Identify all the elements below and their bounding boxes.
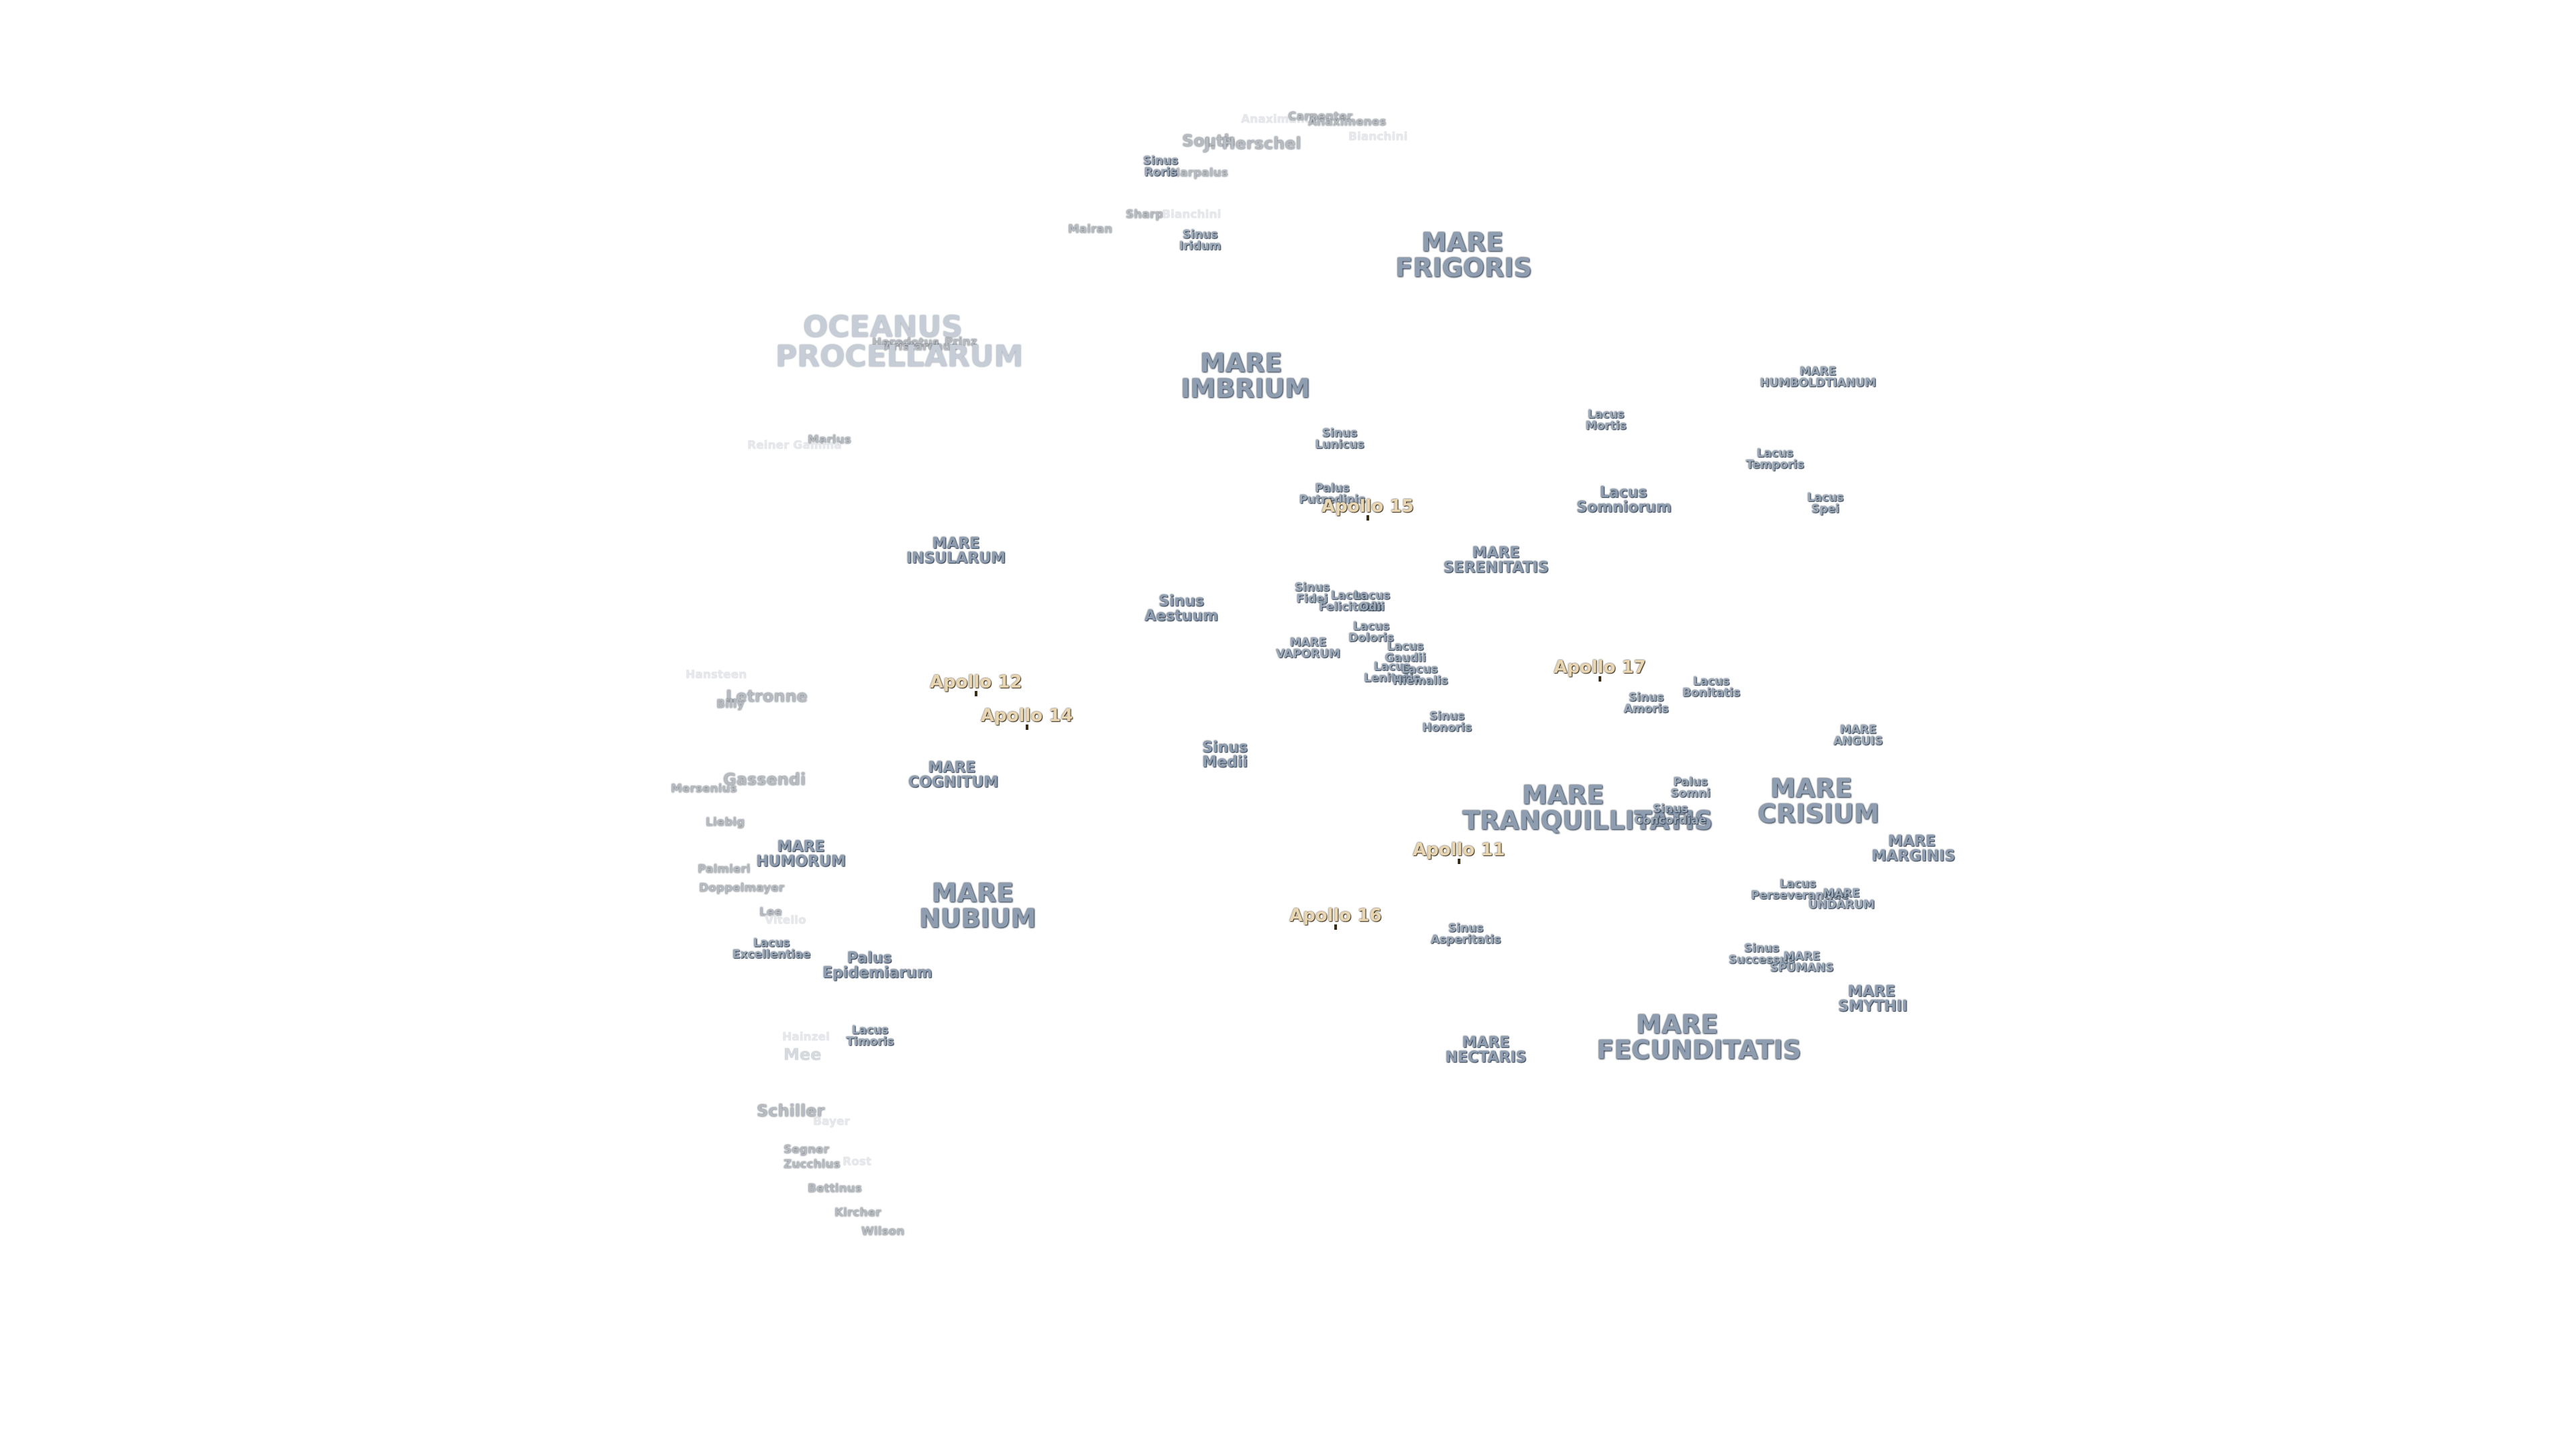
- crater-bayer: Bayer: [813, 1115, 850, 1128]
- apollo-12-marker[interactable]: Apollo 12: [930, 674, 1022, 696]
- crater-bianchini: Bianchini: [1162, 208, 1222, 221]
- apollo-11-marker[interactable]: Apollo 11: [1413, 841, 1505, 864]
- apollo-17-marker[interactable]: Apollo 17: [1554, 659, 1646, 682]
- crater-bettinus: Bettinus: [808, 1182, 862, 1195]
- crater-letronne: Letronne: [726, 687, 808, 706]
- crater-palmieri: Palmieri: [698, 863, 751, 876]
- crater-south: South: [1182, 131, 1236, 150]
- landing-site-dot: [1334, 924, 1337, 930]
- apollo-14-marker[interactable]: Apollo 14: [981, 707, 1073, 730]
- crater-prinz: Prinz: [945, 335, 977, 349]
- crater-doppelmayer: Doppelmayer: [699, 881, 785, 895]
- crater-marius: Marius: [808, 433, 851, 447]
- crater-aristarchus: Aristarchus: [884, 340, 958, 354]
- crater-kircher: Kircher: [835, 1206, 881, 1220]
- crater-wilson: Wilson: [861, 1225, 905, 1238]
- crater-mee: Mee: [784, 1045, 822, 1064]
- apollo-16-marker[interactable]: Apollo 16: [1289, 907, 1382, 930]
- crater-j-herschel: J. Herschel: [1204, 134, 1301, 153]
- crater-anaximander: Anaximander: [1241, 113, 1326, 126]
- crater-gassendi: Gassendi: [723, 770, 806, 789]
- landing-site-dot: [1366, 515, 1369, 521]
- landing-site-dot: [1457, 859, 1460, 864]
- crater-anaximenes: Anaximenes: [1308, 115, 1387, 129]
- crater-sharp: Sharp: [1126, 208, 1164, 221]
- crater-reiner-gamma: Reiner Gamma: [747, 439, 842, 452]
- landing-site-dot: [1598, 676, 1601, 682]
- crater-bianchini-north: Bianchini: [1348, 130, 1408, 144]
- crater-mairan: Mairan: [1068, 223, 1113, 236]
- landing-site-dot: [1025, 724, 1028, 730]
- crater-lee: Lee: [759, 906, 782, 919]
- apollo-15-marker[interactable]: Apollo 15: [1322, 498, 1414, 521]
- crater-schiller: Schiller: [757, 1102, 825, 1120]
- crater-mersenius: Mersenius: [671, 782, 737, 796]
- crater-zucchius: Zucchius: [784, 1158, 841, 1171]
- crater-billy: Billy: [716, 698, 745, 711]
- crater-rost: Rost: [843, 1155, 872, 1169]
- crater-vitello: Vitello: [765, 914, 806, 927]
- crater-segner: Segner: [784, 1143, 829, 1157]
- crater-harpalus: Harpalus: [1171, 166, 1228, 180]
- crater-liebig: Liebig: [706, 816, 745, 829]
- landing-site-dot: [974, 691, 977, 696]
- crater-carpenter: Carpenter: [1288, 110, 1353, 123]
- crater-hansteen: Hansteen: [686, 668, 747, 682]
- crater-hainzel: Hainzel: [782, 1030, 830, 1044]
- crater-herodotus: Herodotus: [872, 336, 940, 350]
